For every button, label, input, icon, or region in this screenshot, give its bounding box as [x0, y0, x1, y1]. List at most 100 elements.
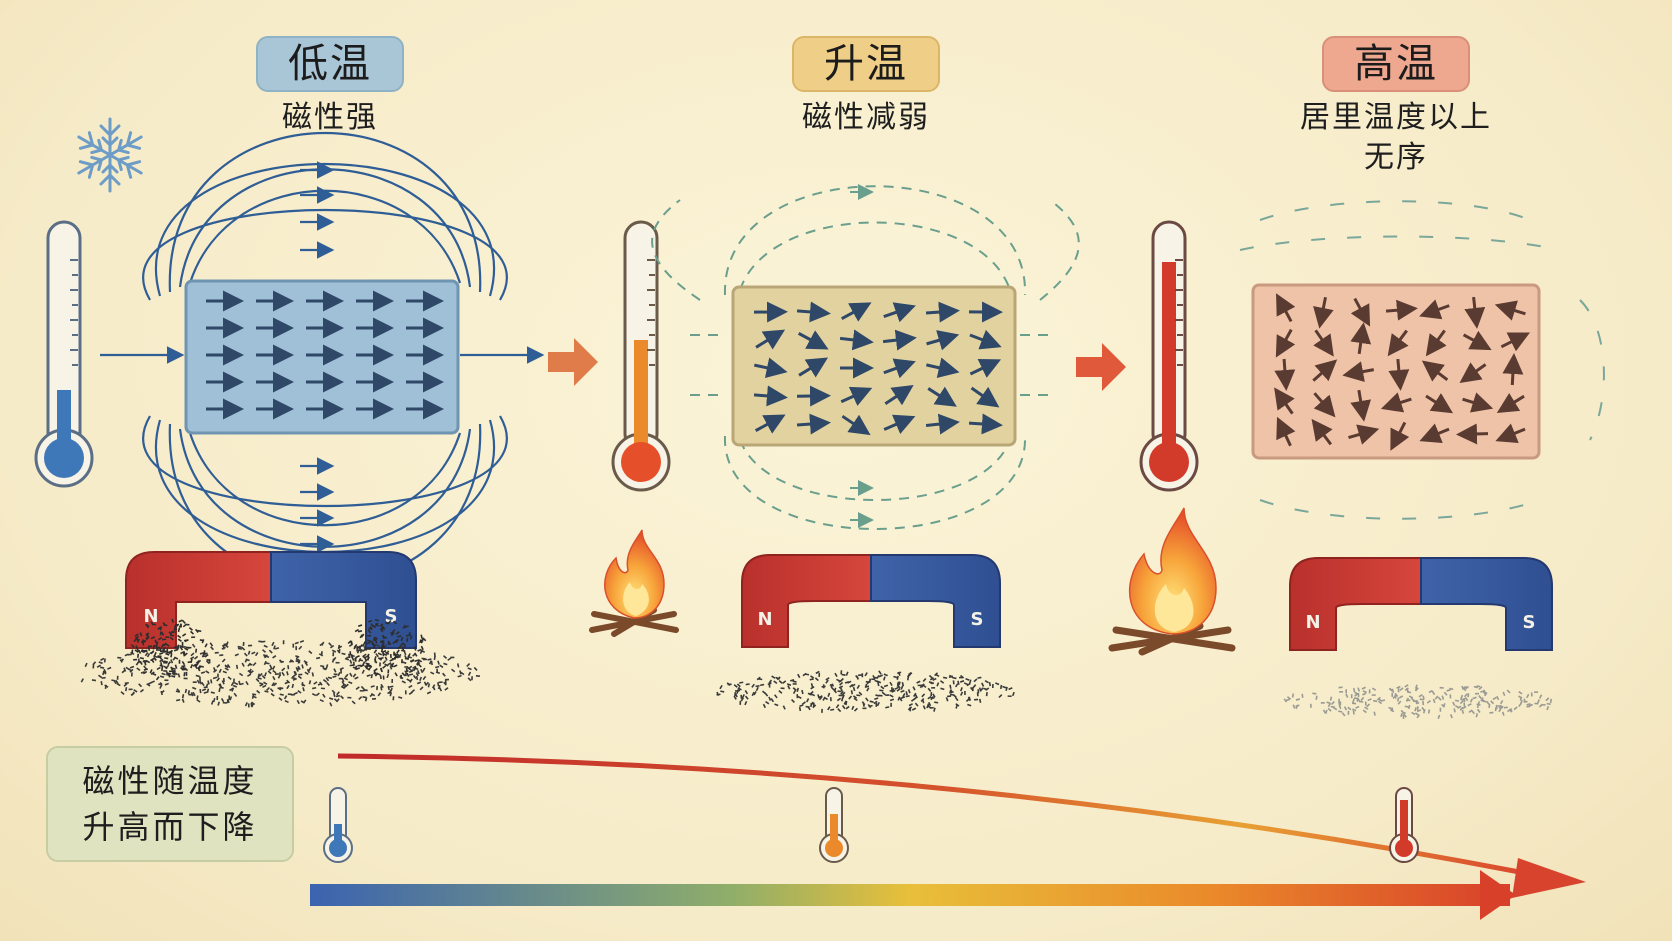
note-line: 磁性随温度	[82, 762, 258, 800]
snowflake-icon	[72, 117, 148, 193]
magnetism-decline-curve	[337, 753, 1541, 879]
domain-arrow	[1459, 362, 1487, 383]
domain-arrow	[798, 357, 829, 378]
thermometer-icon	[819, 787, 849, 863]
domain-arrow	[1275, 328, 1296, 358]
fire-icon	[1108, 507, 1236, 656]
stage-badge: 低温	[256, 36, 404, 92]
domain-arrow	[840, 302, 872, 322]
domain-arrow	[1462, 392, 1494, 413]
north-pole-label: N	[757, 609, 772, 630]
domain-arrow	[1342, 361, 1375, 382]
stage-caption-line2: 无序	[1364, 140, 1428, 175]
domain-arrow	[1348, 424, 1380, 445]
stage-badge: 高温	[1322, 36, 1470, 92]
domain-arrow	[1350, 297, 1371, 327]
domain-arrow	[1312, 359, 1338, 382]
domain-arrow	[754, 414, 786, 434]
domain-arrow	[968, 413, 1003, 435]
domain-arrow	[839, 329, 874, 351]
domain-arrow	[970, 386, 1000, 408]
domain-arrow	[1350, 389, 1372, 422]
domain-arrow	[840, 386, 873, 406]
arrow-right-icon	[1480, 870, 1516, 920]
domain-arrow	[1274, 387, 1295, 415]
domain-arrow	[884, 384, 914, 406]
arrow-right-icon	[548, 338, 598, 386]
domain-arrow	[1425, 329, 1447, 357]
stage-label-warm: 升温 磁性减弱	[726, 36, 1006, 138]
temperature-gradient-bar	[310, 884, 1510, 906]
south-pole-label: S	[1523, 612, 1536, 633]
domain-arrow	[969, 358, 1002, 378]
domain-arrow	[925, 301, 960, 323]
stage-caption: 居里温度以上	[1300, 100, 1492, 135]
domain-arrow	[882, 329, 917, 351]
domain-arrow	[1380, 392, 1412, 413]
domain-arrow	[1496, 393, 1525, 413]
note-line: 升高而下降	[82, 808, 258, 846]
iron-filings	[80, 618, 1553, 720]
domain-arrow	[1495, 423, 1526, 443]
stage-label-cold: 低温 磁性强	[190, 36, 470, 138]
thermometer-icon	[1139, 220, 1199, 492]
summary-note: 磁性随温度 升高而下降	[46, 746, 294, 862]
domain-arrow	[755, 329, 786, 350]
partially-aligned-domain-arrows	[753, 301, 1003, 436]
domain-arrow	[1421, 360, 1449, 382]
arrow-right-icon	[1512, 858, 1586, 898]
random-domain-arrows	[1274, 293, 1530, 451]
domain-arrow	[841, 414, 871, 436]
domain-arrow	[883, 302, 916, 323]
faint-field-traces	[1239, 200, 1605, 520]
thermometer-icon	[611, 220, 671, 492]
domain-arrow	[1419, 299, 1450, 320]
domain-arrow	[883, 414, 916, 435]
domain-arrow	[925, 413, 960, 435]
stage-label-hot: 高温 居里温度以上 无序	[1256, 36, 1536, 178]
thermometer-icon	[323, 787, 353, 863]
aligned-domain-arrows	[206, 290, 444, 420]
domain-arrow	[1311, 418, 1333, 446]
north-pole-label: N	[143, 606, 158, 627]
domain-arrow	[1276, 416, 1296, 447]
stage-caption: 磁性减弱	[802, 100, 930, 135]
domain-arrow	[1462, 330, 1492, 351]
stage-caption: 磁性强	[282, 100, 378, 135]
domain-arrow	[969, 329, 1002, 350]
thermometer-icon	[1389, 787, 1419, 863]
domain-arrow	[1387, 329, 1409, 357]
domain-arrow	[1494, 300, 1526, 321]
domain-arrow	[926, 330, 960, 351]
field-lines-strong	[100, 131, 545, 585]
domain-arrow	[926, 357, 960, 379]
domain-arrow	[1313, 296, 1334, 329]
domain-arrow	[927, 386, 957, 407]
domain-arrow	[1425, 393, 1454, 414]
domain-arrow	[1385, 299, 1418, 321]
fire-icon	[589, 529, 679, 637]
arrow-right-icon	[1076, 343, 1126, 391]
domain-arrow	[1502, 353, 1524, 386]
domain-arrow	[1350, 322, 1372, 355]
thermometer-icon	[34, 220, 94, 488]
domain-arrow	[1276, 293, 1296, 323]
domain-arrow	[1464, 296, 1486, 329]
domain-arrow	[753, 385, 788, 407]
domain-arrow	[1419, 423, 1450, 443]
domain-arrow	[1313, 329, 1334, 357]
stage-badge: 升温	[792, 36, 940, 92]
domain-arrow	[1388, 358, 1410, 391]
domain-arrow	[796, 413, 831, 435]
domain-arrow	[1390, 421, 1410, 451]
north-pole-label: N	[1305, 612, 1320, 633]
domain-arrow	[1500, 332, 1530, 352]
domain-arrow	[1274, 358, 1296, 391]
field-lines-weak	[651, 184, 1080, 530]
south-pole-label: S	[971, 609, 984, 630]
domain-arrow	[883, 358, 916, 379]
